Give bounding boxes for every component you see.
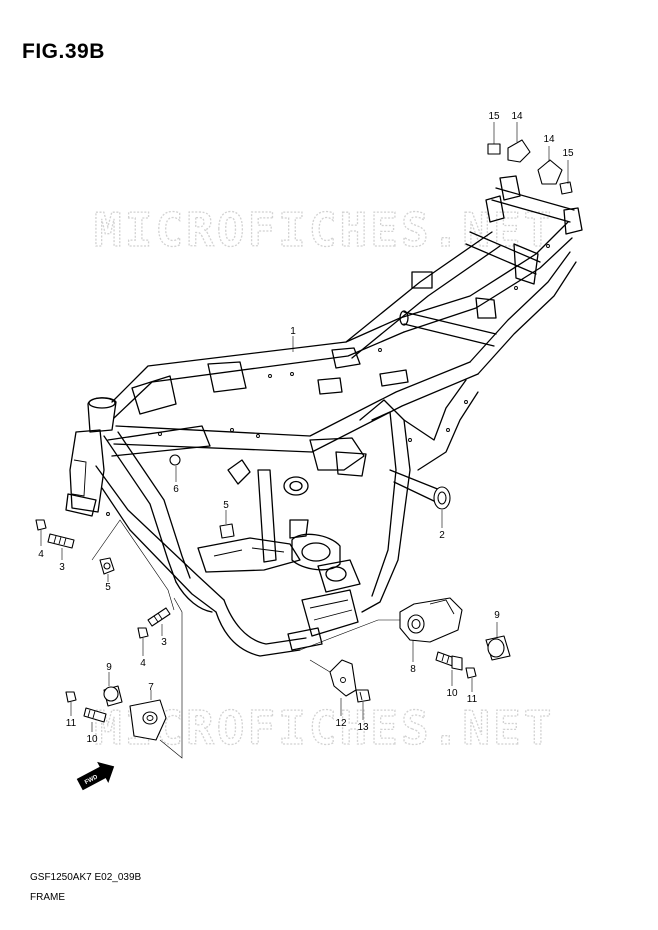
callout-9-right: 9 — [494, 610, 500, 621]
callout-4-upper: 4 — [38, 549, 44, 560]
callout-8: 8 — [410, 664, 416, 675]
figure-code: GSF1250AK7 E02_039B — [30, 872, 142, 883]
part-9-bushing-left — [103, 685, 123, 707]
part-10-bolt-left — [83, 707, 107, 723]
callout-13: 13 — [357, 722, 369, 733]
part-14-cover-right — [537, 159, 563, 185]
figure-name: FRAME — [30, 892, 65, 903]
part-12-bracket — [329, 659, 357, 697]
part-5-collar-upper — [219, 523, 235, 539]
leader-lines — [40, 122, 569, 759]
part-15-bolt-left — [487, 143, 501, 155]
part-3-bolt-upper — [47, 533, 75, 549]
part-9-bushing-right — [485, 635, 511, 661]
part-10-bolt-right — [435, 651, 463, 671]
callout-3-lower: 3 — [161, 637, 167, 648]
forward-arrow-icon: FWD — [76, 761, 115, 791]
callout-9-left: 9 — [106, 662, 112, 673]
callout-14-right: 14 — [543, 134, 555, 145]
watermark-bottom: MICROFICHES.NET — [94, 701, 554, 755]
callout-2: 2 — [439, 530, 445, 541]
part-7-mount-bracket — [129, 699, 167, 741]
callout-5-lower: 5 — [105, 582, 111, 593]
part-4-nut-lower — [137, 627, 149, 639]
part-2-grommet — [433, 486, 451, 510]
part-6-grommet — [169, 454, 181, 466]
part-8-mount-bracket — [399, 597, 463, 643]
part-11-nut-right — [465, 667, 477, 679]
part-5-collar-lower — [99, 557, 115, 575]
callout-1: 1 — [290, 326, 296, 337]
callout-14-left: 14 — [511, 111, 523, 122]
callout-12: 12 — [335, 718, 347, 729]
callout-labels: 1 2 3 3 4 4 5 5 6 7 8 9 9 10 10 11 11 12… — [38, 111, 574, 745]
callout-11-right: 11 — [467, 694, 478, 705]
callout-10-left: 10 — [86, 734, 98, 745]
callout-11-left: 11 — [66, 718, 77, 729]
part-4-nut-upper — [35, 519, 47, 531]
callout-3-upper: 3 — [59, 562, 65, 573]
callout-5-upper: 5 — [223, 500, 229, 511]
figure-title: FIG.39B — [22, 40, 105, 63]
part-13-bolt — [355, 689, 371, 703]
part-14-cover-left — [507, 139, 531, 163]
callout-15-right: 15 — [562, 148, 574, 159]
part-3-bolt-lower — [147, 607, 171, 627]
callout-10-right: 10 — [446, 688, 458, 699]
callout-7: 7 — [148, 682, 154, 693]
watermark-top: MICROFICHES.NET — [94, 203, 554, 257]
callout-15-left: 15 — [488, 111, 500, 122]
callout-6: 6 — [173, 484, 179, 495]
callout-4-lower: 4 — [140, 658, 146, 669]
frame-main — [65, 175, 583, 657]
part-11-nut-left — [65, 691, 77, 703]
part-15-bolt-right — [559, 181, 573, 195]
